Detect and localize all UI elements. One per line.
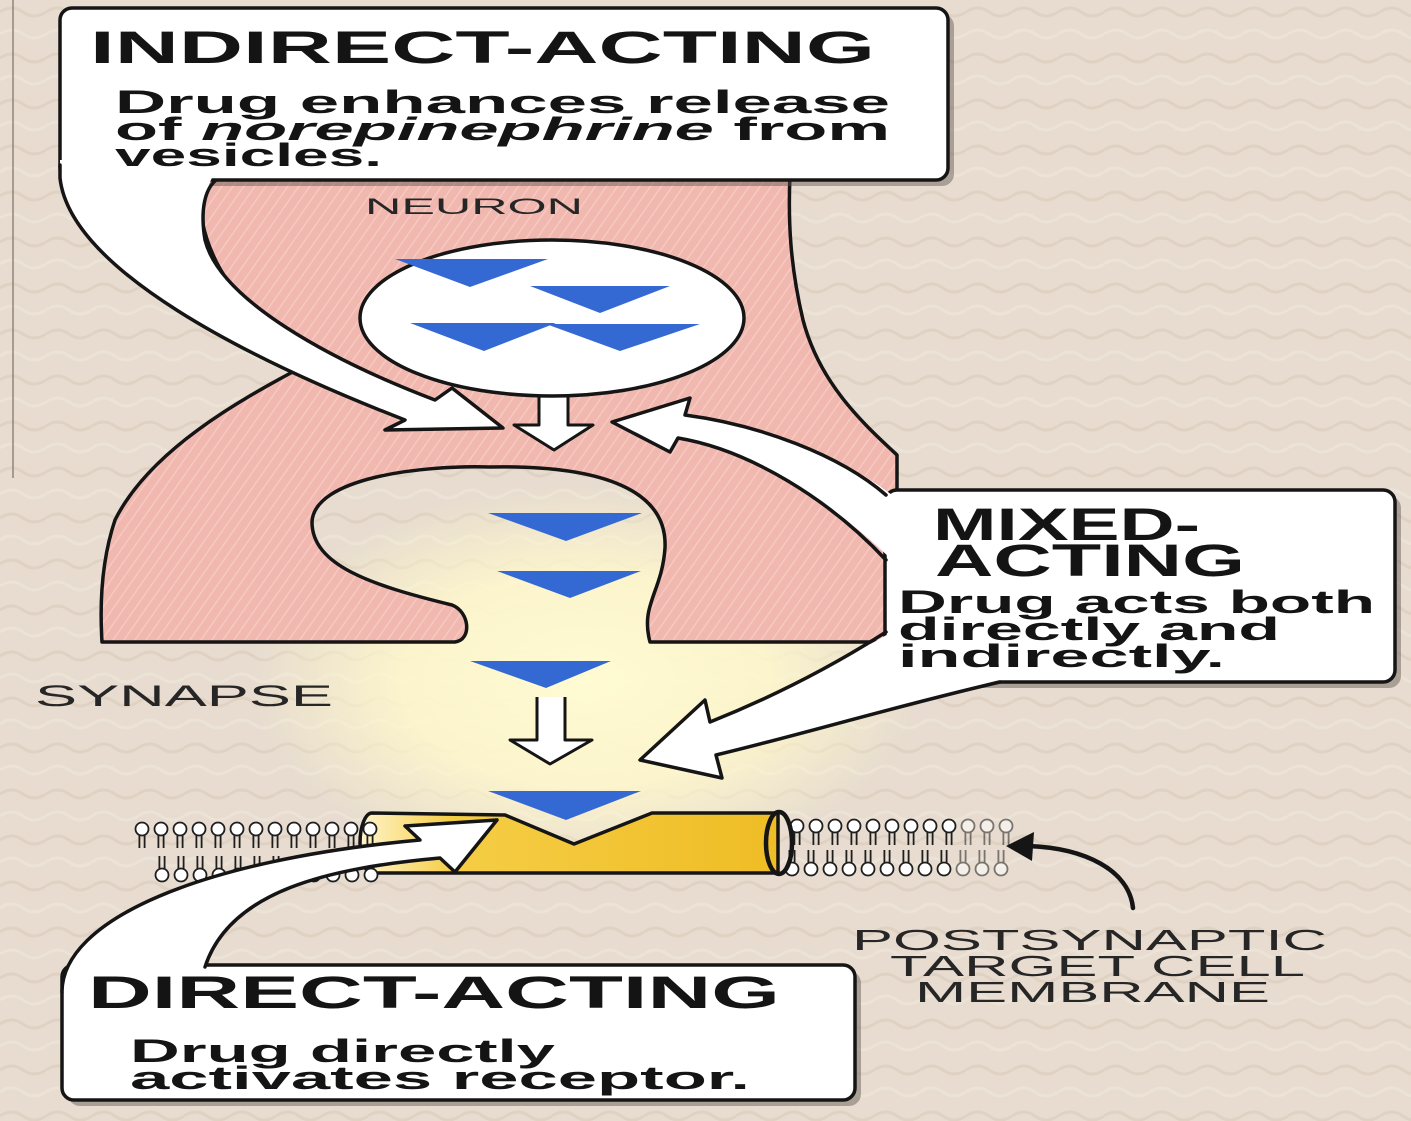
lipid-head: [919, 863, 932, 876]
direct-acting-title: DIRECT-ACTING: [88, 967, 780, 1018]
lipid-head: [326, 823, 339, 836]
lipid-head: [867, 820, 880, 833]
lipid-head: [155, 823, 168, 836]
direct-acting-text-line2: activates receptor.: [130, 1060, 750, 1096]
postsynaptic-label-line3: MEMBRANE: [915, 977, 1270, 1009]
text-fragment: from: [714, 111, 890, 147]
lipid-head: [1000, 820, 1013, 833]
lipid-head: [810, 820, 823, 833]
lipid-head: [938, 863, 951, 876]
lipid-head: [843, 863, 856, 876]
mixed-acting-text-line3: indirectly.: [898, 638, 1225, 674]
lipid-head: [862, 863, 875, 876]
lipid-head: [364, 823, 377, 836]
lipid-head: [250, 823, 263, 836]
indirect-acting-title: INDIRECT-ACTING: [90, 22, 875, 73]
lipid-head: [924, 820, 937, 833]
lipid-head: [848, 820, 861, 833]
lipid-head: [156, 869, 169, 882]
lipid-head: [957, 863, 970, 876]
lipid-head: [307, 823, 320, 836]
lipid-head: [995, 863, 1008, 876]
lipid-head: [212, 823, 225, 836]
indirect-acting-text-line3: vesicles.: [115, 137, 382, 173]
lipid-head: [881, 863, 894, 876]
lipid-head: [905, 820, 918, 833]
lipid-head: [136, 823, 149, 836]
lipid-head: [976, 863, 989, 876]
lipid-head: [824, 863, 837, 876]
lipid-head: [962, 820, 975, 833]
lipid-head: [886, 820, 899, 833]
lipid-head: [805, 863, 818, 876]
lipid-head: [981, 820, 994, 833]
lipid-head: [231, 823, 244, 836]
lipid-head: [269, 823, 282, 836]
lipid-head: [193, 823, 206, 836]
lipid-head: [365, 869, 378, 882]
mixed-acting-title-line2: ACTING: [935, 535, 1245, 586]
neuron-label: NEURON: [365, 194, 583, 219]
lipid-head: [345, 823, 358, 836]
lipid-head: [829, 820, 842, 833]
lipid-head: [900, 863, 913, 876]
lipid-head: [175, 869, 188, 882]
lipid-head: [288, 823, 301, 836]
lipid-head: [174, 823, 187, 836]
lipid-head: [943, 820, 956, 833]
synapse-label: SYNAPSE: [35, 680, 333, 713]
